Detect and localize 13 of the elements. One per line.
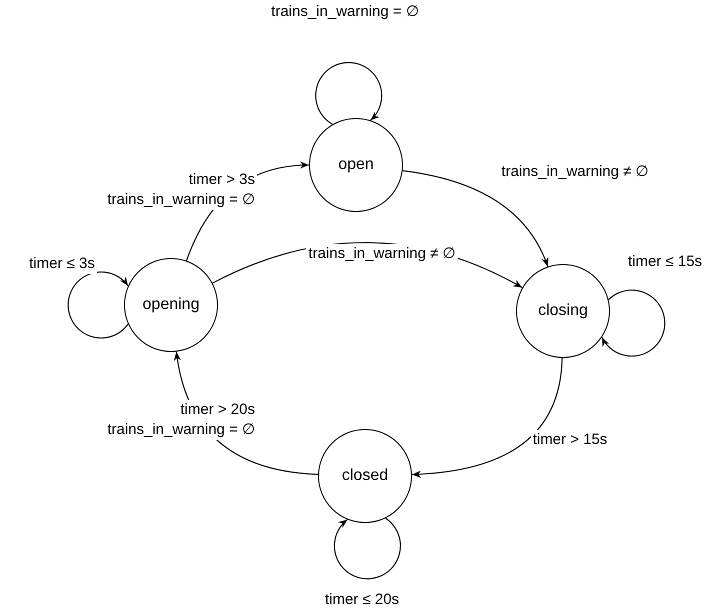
state-name: closing — [538, 302, 588, 320]
state-name: opening — [142, 296, 200, 314]
state-name: closed — [342, 467, 388, 485]
state-name: open — [338, 156, 374, 174]
transition-arrow — [412, 358, 563, 478]
edge-label: trains_in_warning = ∅ — [269, 2, 421, 22]
transition-arrow — [68, 272, 128, 338]
edge-label: timer ≤ 3s — [27, 254, 97, 274]
transition-arrow — [315, 62, 382, 125]
edge-label: trains_in_warning ≠ ∅ — [306, 244, 458, 264]
transition-arrow — [402, 170, 548, 267]
transition-arrow — [334, 518, 401, 580]
transition-arrow — [601, 290, 666, 357]
